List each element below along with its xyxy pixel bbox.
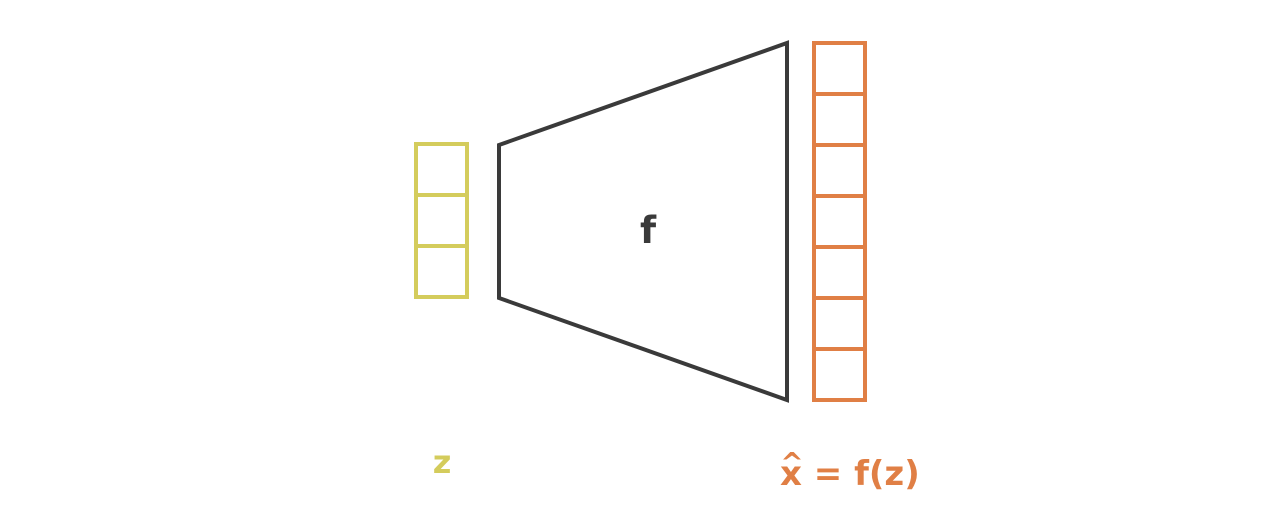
output-vector-x-hat — [812, 41, 867, 402]
output-label-f-of-z: = f(z) — [802, 454, 920, 494]
output-vector-label: ^ x = f(z) — [780, 446, 920, 494]
output-label-text: x = f(z) — [780, 454, 920, 494]
input-vector-cell-2 — [414, 193, 469, 248]
output-vector-cell-5 — [812, 245, 867, 300]
input-vector-z — [414, 142, 469, 299]
network-f-trapezoid — [497, 40, 789, 403]
output-vector-cell-6 — [812, 296, 867, 351]
network-f-label: f — [640, 209, 657, 252]
output-vector-cell-1 — [812, 41, 867, 96]
output-vector-cell-3 — [812, 143, 867, 198]
output-label-x: x — [780, 454, 802, 494]
input-vector-cell-1 — [414, 142, 469, 197]
output-vector-cell-4 — [812, 194, 867, 249]
output-vector-cell-7 — [812, 347, 867, 402]
output-label-hat: ^ — [780, 446, 803, 479]
input-vector-cell-3 — [414, 244, 469, 299]
output-vector-cell-2 — [812, 92, 867, 147]
input-vector-label: z — [433, 443, 452, 481]
